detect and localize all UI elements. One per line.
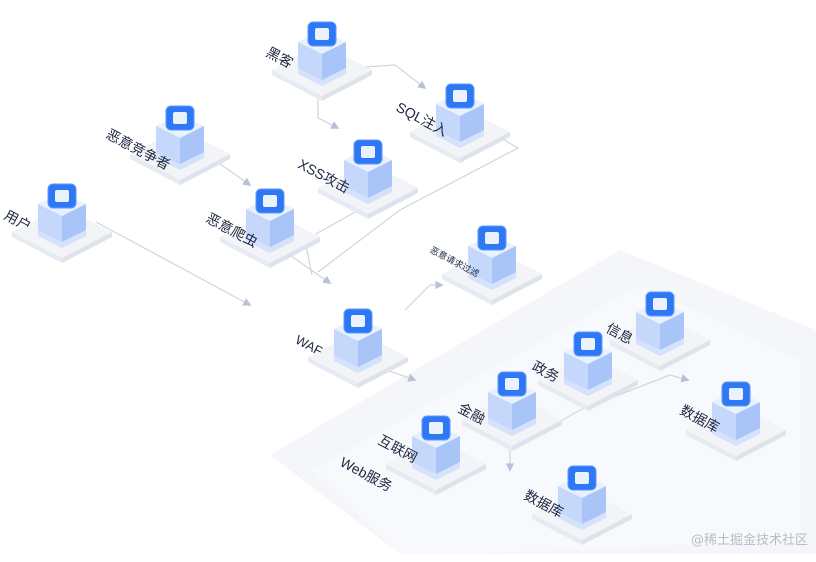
node-malicious-crawler[interactable]	[210, 175, 330, 285]
node-database-1[interactable]	[676, 368, 796, 478]
node-cube	[318, 139, 418, 219]
node-xss[interactable]	[308, 126, 428, 236]
node-gov[interactable]	[528, 318, 648, 428]
node-cube	[410, 83, 510, 163]
database-icon	[729, 388, 743, 400]
user-icon	[315, 28, 329, 40]
edge-waf-filter	[404, 280, 444, 311]
code-icon	[453, 90, 467, 102]
yen-icon	[505, 378, 519, 390]
node-cube	[462, 371, 562, 451]
node-database-2[interactable]	[522, 452, 642, 562]
node-internet[interactable]	[376, 402, 496, 512]
node-cube	[442, 225, 542, 305]
node-cube	[130, 105, 230, 185]
node-sqli[interactable]	[400, 70, 520, 180]
node-cube	[220, 188, 320, 268]
document-icon	[653, 298, 667, 310]
shield-icon	[361, 146, 375, 158]
lock-icon	[173, 112, 187, 124]
grid-icon	[351, 315, 365, 327]
edge-user-waf	[95, 221, 252, 306]
node-hacker[interactable]	[262, 8, 382, 118]
node-cube	[538, 331, 638, 411]
node-info[interactable]	[600, 278, 720, 388]
filter-icon	[485, 232, 499, 244]
building-icon	[581, 338, 595, 350]
node-malicious-competitor[interactable]	[120, 92, 240, 202]
globe-icon	[429, 422, 443, 434]
node-user[interactable]	[2, 170, 122, 280]
node-cube	[532, 465, 632, 545]
node-finance[interactable]	[452, 358, 572, 468]
bug-icon	[263, 195, 277, 207]
node-cube	[272, 21, 372, 101]
node-cube	[308, 308, 408, 388]
watermark: @稀土掘金技术社区	[690, 533, 808, 548]
node-cube	[12, 183, 112, 263]
user-icon	[55, 190, 69, 202]
node-waf[interactable]	[298, 295, 418, 405]
node-cube	[610, 291, 710, 371]
node-malicious-filter[interactable]	[432, 212, 552, 322]
database-icon	[575, 472, 589, 484]
node-cube	[386, 415, 486, 495]
node-cube	[686, 381, 786, 461]
